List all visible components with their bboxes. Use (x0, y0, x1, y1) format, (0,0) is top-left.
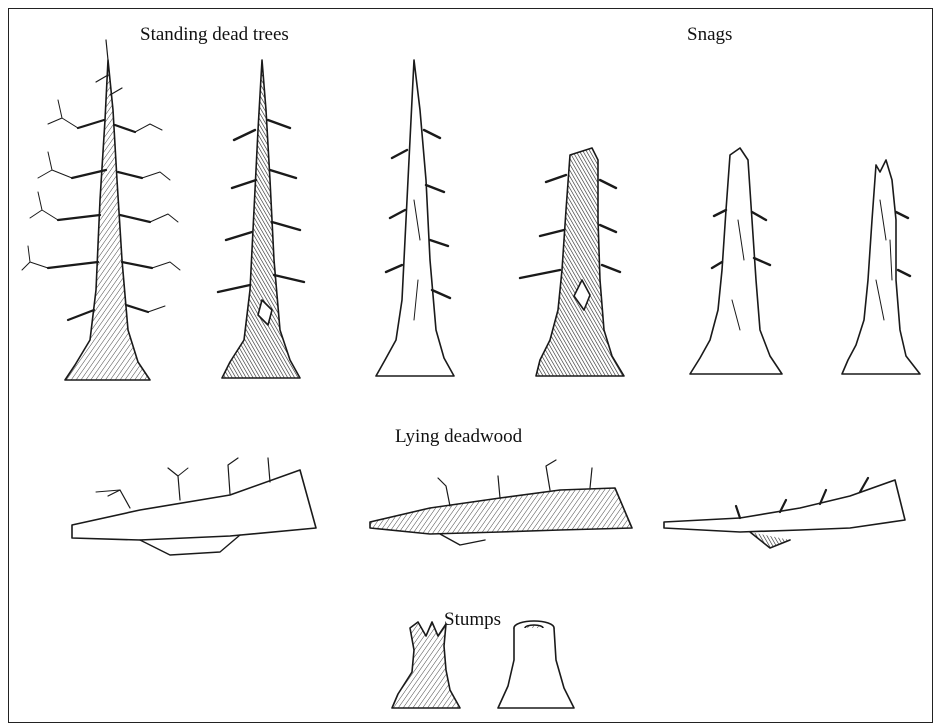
label-lying-deadwood: Lying deadwood (395, 426, 522, 448)
lying-deadwood-2 (370, 460, 632, 545)
lying-deadwood-1 (72, 458, 316, 555)
standing-dead-tree-3 (376, 60, 454, 376)
snag-1 (520, 148, 624, 376)
standing-dead-tree-1 (22, 40, 180, 380)
label-standing-dead-trees: Standing dead trees (140, 24, 289, 46)
standing-dead-tree-2 (218, 60, 304, 378)
stump-2 (498, 621, 574, 708)
lying-deadwood-3 (664, 478, 905, 548)
label-snags: Snags (687, 24, 732, 46)
stump-1 (392, 622, 460, 708)
snag-3 (842, 160, 920, 374)
label-stumps: Stumps (444, 609, 501, 631)
snag-2 (690, 148, 782, 374)
